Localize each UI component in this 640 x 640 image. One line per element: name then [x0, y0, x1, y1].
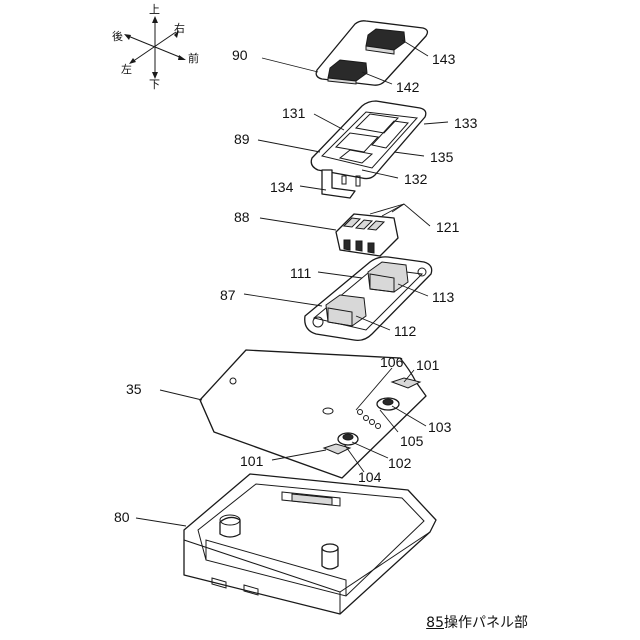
label-101-lower: 101 — [240, 454, 263, 468]
rubber-part-88 — [336, 214, 398, 256]
label-113: 113 — [432, 290, 454, 304]
label-132: 132 — [404, 172, 427, 186]
direction-front-label: 前 — [188, 53, 199, 64]
label-121: 121 — [436, 220, 459, 234]
label-142: 142 — [396, 80, 419, 94]
label-111: 111 — [290, 266, 311, 280]
label-90: 90 — [232, 48, 248, 62]
direction-right-label: 右 — [174, 23, 185, 34]
label-106: 106 — [380, 355, 403, 369]
label-131: 131 — [282, 106, 305, 120]
caption-number: 85 — [426, 615, 444, 631]
label-135: 135 — [430, 150, 453, 164]
label-80: 80 — [114, 510, 130, 524]
label-88: 88 — [234, 210, 250, 224]
label-143: 143 — [432, 52, 455, 66]
direction-down-label: 下 — [149, 79, 160, 90]
label-87: 87 — [220, 288, 236, 302]
direction-back-label: 後 — [112, 31, 123, 42]
label-102: 102 — [388, 456, 411, 470]
label-112: 112 — [394, 324, 416, 338]
label-103: 103 — [428, 420, 451, 434]
label-104: 104 — [358, 470, 381, 484]
label-133: 133 — [454, 116, 477, 130]
base-housing-80 — [184, 474, 436, 614]
caption-text: 操作パネル部 — [444, 615, 528, 631]
direction-left-label: 左 — [121, 64, 132, 75]
label-35: 35 — [126, 382, 142, 396]
direction-up-label: 上 — [149, 4, 160, 15]
label-105: 105 — [400, 434, 423, 448]
label-134: 134 — [270, 180, 293, 194]
label-101-upper: 101 — [416, 358, 439, 372]
label-89: 89 — [234, 132, 250, 146]
figure-caption: 85操作パネル部 — [426, 612, 528, 632]
